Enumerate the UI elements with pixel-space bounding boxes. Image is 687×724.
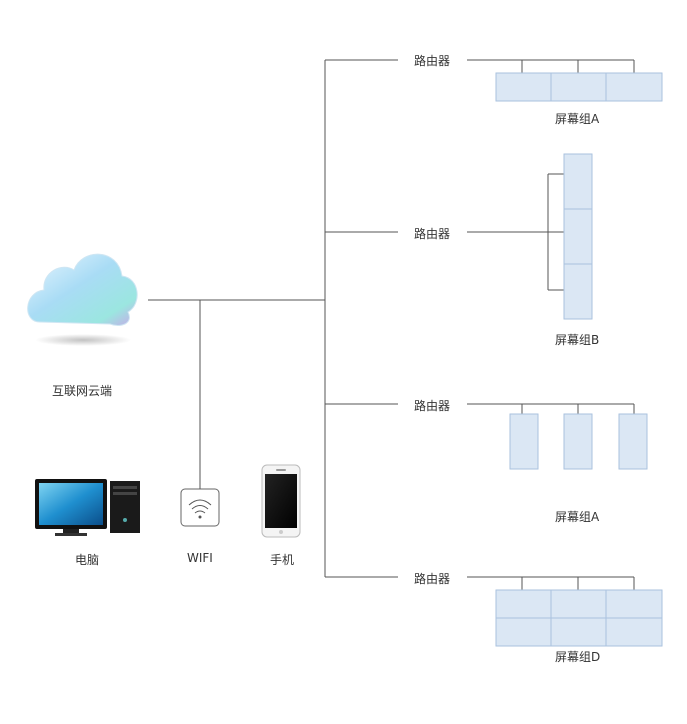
screen-group-label: 屏幕组A: [555, 510, 600, 524]
screen-group-a2: [467, 403, 648, 470]
screen-group-label: 屏幕组D: [555, 650, 601, 664]
router-label: 路由器: [414, 399, 451, 413]
computer-icon: [35, 479, 140, 536]
computer-label: 电脑: [75, 553, 100, 567]
phone-icon: [261, 464, 301, 538]
router-label: 路由器: [414, 54, 451, 68]
cloud-label: 互联网云端: [52, 384, 113, 398]
wifi-label: WIFI: [187, 551, 213, 565]
connection-lines: [148, 59, 398, 578]
screen-group-a: [467, 59, 663, 102]
screen-group-label: 屏幕组A: [555, 112, 600, 126]
phone-label: 手机: [270, 553, 295, 567]
cloud-icon: [27, 253, 138, 346]
screen-group-b: [467, 153, 593, 320]
router-label: 路由器: [414, 572, 451, 586]
screen-group-label: 屏幕组B: [555, 333, 600, 347]
screen-group-d: [467, 576, 663, 647]
wifi-icon: [180, 488, 220, 527]
router-label: 路由器: [414, 227, 451, 241]
